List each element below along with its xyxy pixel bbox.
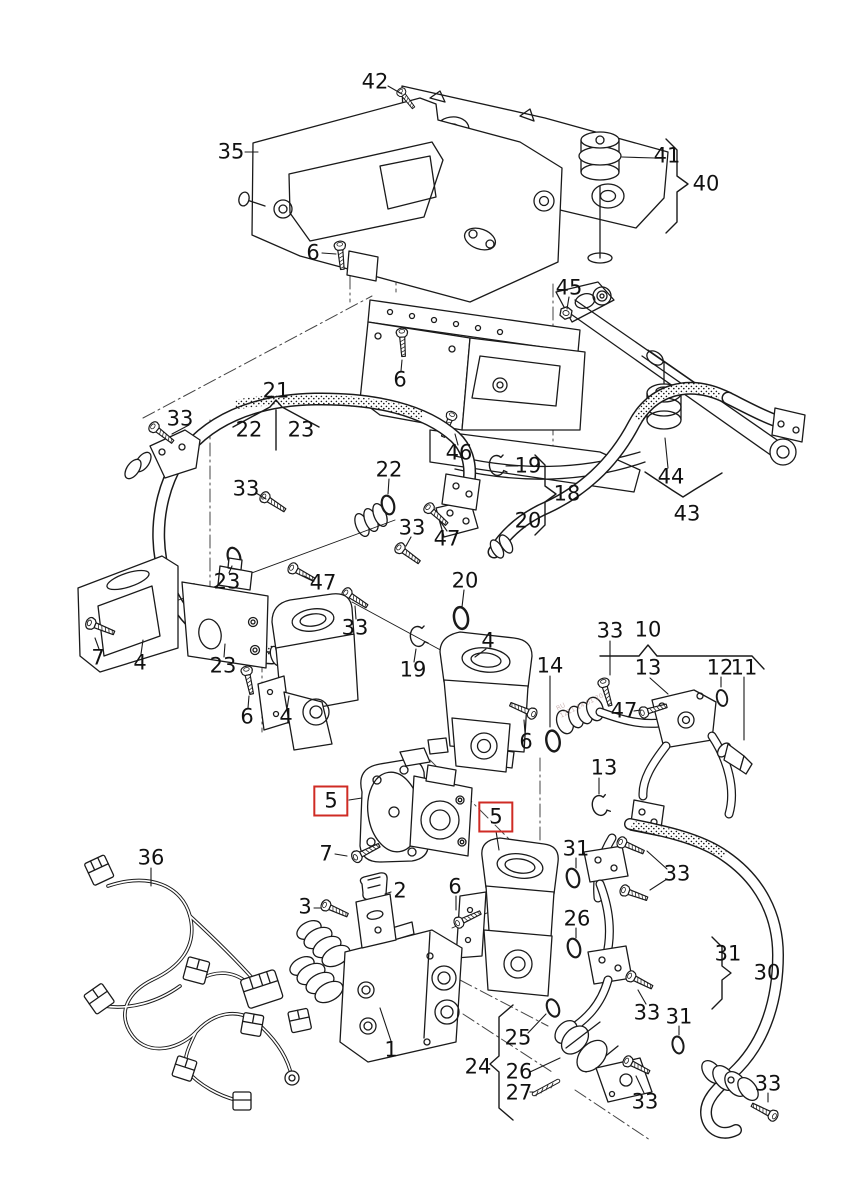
bolt-33-icon <box>392 540 424 568</box>
wiring-harness <box>83 854 312 1111</box>
bolt-47-icon <box>285 560 318 586</box>
oring-31-icon <box>669 1034 687 1056</box>
oring-25-icon <box>543 996 563 1020</box>
auxiliary-pump-left <box>351 737 473 863</box>
oring-20-icon <box>451 604 471 632</box>
bolt-33-icon <box>623 968 656 993</box>
oring-14-icon <box>543 728 563 754</box>
circlip-13-icon <box>589 793 612 818</box>
pipe-assembly-30 <box>489 818 784 1139</box>
circlip-19-icon <box>408 624 429 649</box>
lock-carrier-panel <box>238 85 669 493</box>
bolt-3-icon <box>318 897 351 921</box>
leader-lines <box>94 85 769 1103</box>
bolt-33-icon <box>748 1099 781 1124</box>
auxiliary-pump-right <box>451 837 559 997</box>
pump-reservoir-mid <box>257 593 359 751</box>
valve-unit <box>289 872 463 1063</box>
bolt-6-icon <box>239 664 258 696</box>
bolt-33-icon <box>617 883 650 905</box>
oring-26-icon <box>564 936 584 960</box>
pump-bracket-left <box>77 519 396 673</box>
bolt-33-icon <box>257 489 289 516</box>
pump-reservoir-right <box>351 601 533 773</box>
pipe-assembly-10 <box>555 644 765 837</box>
oring-31-icon <box>563 866 583 890</box>
oring-12-icon <box>714 688 730 708</box>
